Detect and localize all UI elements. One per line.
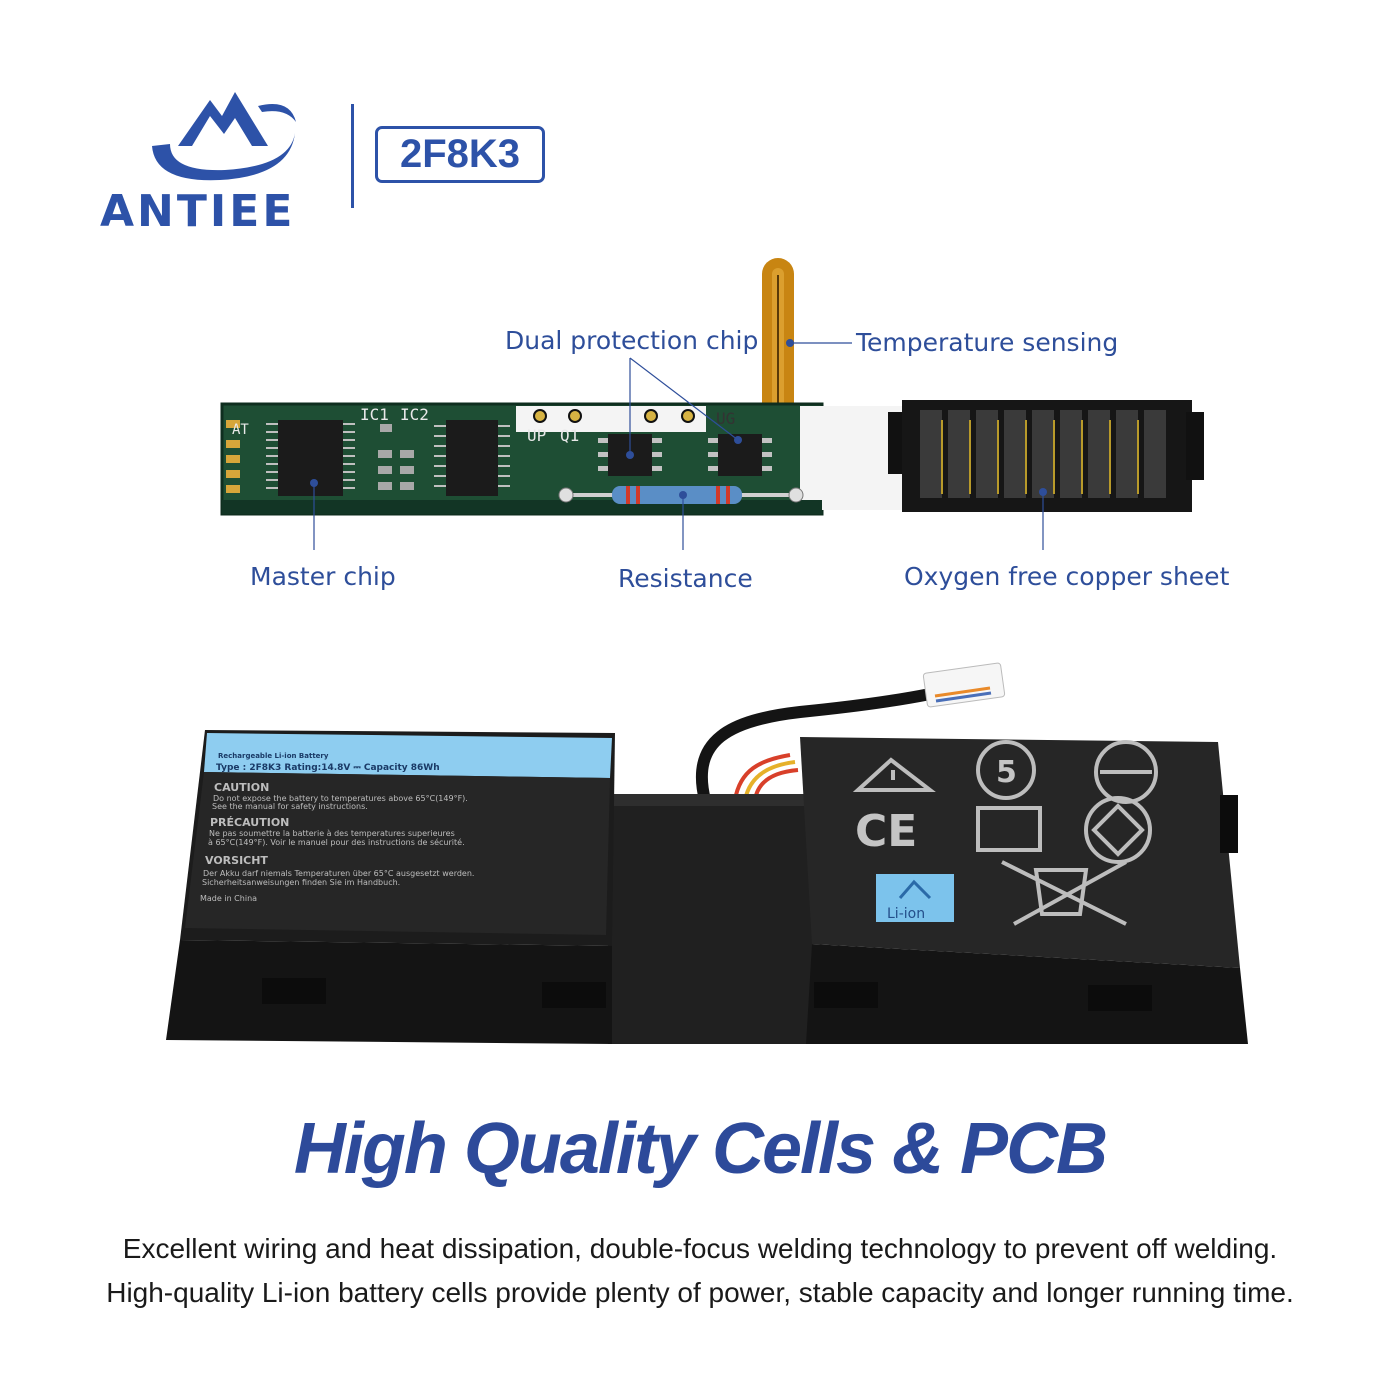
battery-image: CE 5 Li-ion Rechargeable Li-ion Battery … xyxy=(166,662,1248,1044)
5-year-eco-icon xyxy=(976,740,1036,800)
label-caution-2: See the manual for safety instructions. xyxy=(212,802,368,811)
callout-temperature-sensing: Temperature sensing xyxy=(856,328,1119,357)
brand-divider xyxy=(351,104,354,208)
silkscreen-up: UP xyxy=(527,426,546,445)
label-vorsicht-head: VORSICHT xyxy=(205,854,268,867)
silkscreen-ic1: IC1 xyxy=(360,405,389,424)
callout-master-chip: Master chip xyxy=(250,562,396,591)
label-title: Rechargeable Li-ion Battery xyxy=(218,752,329,760)
label-caution-head: CAUTION xyxy=(214,781,269,794)
description-line-1: Excellent wiring and heat dissipation, d… xyxy=(122,1233,1278,1264)
headline: High Quality Cells & PCB xyxy=(293,1109,1108,1189)
label-vorsicht-1: Der Akku darf niemals Temperaturen über … xyxy=(203,869,474,878)
label-caution-1: Do not expose the battery to temperature… xyxy=(213,794,468,803)
model-badge: 2F8K3 xyxy=(375,126,545,183)
recycle-square-icon xyxy=(976,806,1042,852)
label-made-in: Made in China xyxy=(200,894,257,903)
label-precaution-1: Ne pas soumettre la batterie à des tempe… xyxy=(209,829,455,838)
crossed-bin-icon xyxy=(1001,860,1127,926)
ic2-chip xyxy=(446,420,498,496)
description-line-2: High-quality Li-ion battery cells provid… xyxy=(106,1277,1294,1308)
label-vorsicht-2: Sicherheitsanweisungen finden Sie im Han… xyxy=(202,878,400,887)
label-type-line: Type : 2F8K3 Rating:14.8V ⎓ Capacity 86W… xyxy=(216,763,440,773)
battery-cable xyxy=(695,662,1006,802)
li-ion-text: Li-ion xyxy=(887,906,925,922)
battery-middle xyxy=(608,794,812,1044)
battery-left-pack xyxy=(166,730,615,1044)
callout-oxygen-free-copper-sheet: Oxygen free copper sheet xyxy=(904,562,1230,591)
label-precaution-2: à 65°C(149°F). Voir le manuel pour des i… xyxy=(208,837,465,847)
silkscreen-ug: UG xyxy=(716,409,735,428)
silkscreen-q1: Q1 xyxy=(560,426,579,445)
silkscreen-at: AT xyxy=(232,422,249,438)
no-disassemble-icon xyxy=(1094,740,1158,804)
callout-dual-protection-chip: Dual protection chip xyxy=(505,326,759,355)
ce-mark-icon: CE xyxy=(855,806,917,857)
mountain-logo-icon xyxy=(152,92,296,181)
copper-connector xyxy=(888,400,1204,512)
brand-name: ANTIEE xyxy=(100,186,296,237)
label-precaution-head: PRÉCAUTION xyxy=(210,816,289,829)
five-year-text: 5 xyxy=(996,755,1017,790)
temperature-sensor xyxy=(762,258,794,423)
ul-mark-icon xyxy=(1084,796,1152,864)
pcb-diagram: IC1 IC2 AT UP Q1 UG xyxy=(220,258,1204,550)
warning-icon xyxy=(852,757,936,792)
callout-resistance: Resistance xyxy=(618,564,753,593)
silkscreen-ic2: IC2 xyxy=(400,405,429,424)
